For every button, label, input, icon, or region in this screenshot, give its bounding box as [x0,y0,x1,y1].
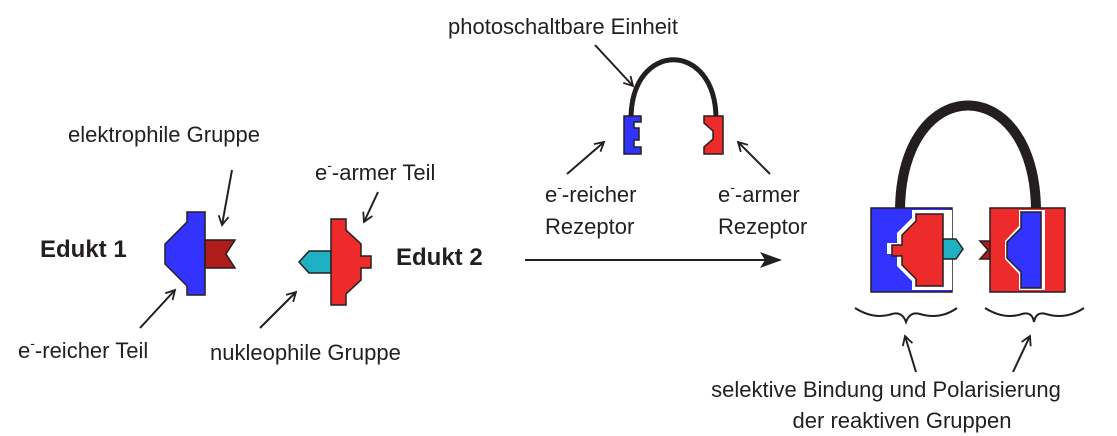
e-reicher-teil-e: e [18,338,30,363]
photoschaltbare-arrow [594,44,635,88]
e-armer-teil-sup: - [327,157,332,173]
e-armer-rezeptor-arrow [736,140,771,175]
right-brace [984,307,1085,323]
photoswitch-bridge [628,57,719,120]
e-reicher-rezeptor-arrow [566,140,606,175]
e-reicher-rezeptor-e: e [545,182,557,207]
edukt1-label: Edukt 1 [40,236,127,263]
e-armer-rezeptor-e: e [718,182,730,207]
bound-nucleophile [942,238,964,260]
nucleophile-group [297,250,332,274]
elektrophile-arrow [217,169,233,227]
selektive-arrow-right [1012,334,1032,373]
small-electron-poor-receptor [703,115,724,155]
e-armer-teil-arrow [362,191,379,224]
e-armer-rezeptor-line1: e--armer [718,179,800,207]
left-brace [854,307,958,325]
selektive-line1: selektive Bindung und Polarisierung [711,377,1061,402]
complex-bridge [895,100,1041,213]
nukleophile-label: nukleophile Gruppe [210,340,401,365]
bound-edukt1 [1006,211,1042,289]
selektive-line2: der reaktiven Gruppen [793,408,1012,433]
e-reicher-rezeptor-line1: e--reicher [545,179,637,207]
photoschaltbare-label: photoschaltbare Einheit [448,14,678,39]
edukt2-electron-poor-part [330,218,372,306]
bound-edukt2 [891,213,944,287]
e-armer-rezeptor-line2: Rezeptor [718,214,807,239]
small-electron-rich-receptor [623,115,642,155]
e-armer-teil-rest: -armer Teil [332,160,436,185]
e-reicher-teil-arrow [139,288,177,329]
e-armer-rezeptor-sup: - [730,179,735,195]
edukt1-electron-rich-part [164,211,206,296]
e-reicher-teil-label: e--reicher Teil [18,335,148,363]
e-reicher-teil-sup: - [30,335,35,351]
nukleophile-arrow [259,290,298,329]
electrophile-group [204,239,237,269]
elektrophile-label: elektrophile Gruppe [68,122,260,147]
e-armer-teil-e: e [315,160,327,185]
e-armer-rezeptor-rest: -armer [735,182,800,207]
e-reicher-rezeptor-rest: -reicher [562,182,637,207]
e-reicher-rezeptor-line2: Rezeptor [545,214,634,239]
e-reicher-teil-rest: -reicher Teil [35,338,148,363]
e-armer-teil-label: e--armer Teil [315,157,435,185]
selektive-arrow-left [901,334,917,373]
e-reicher-rezeptor-sup: - [557,179,562,195]
edukt2-label: Edukt 2 [396,244,483,271]
